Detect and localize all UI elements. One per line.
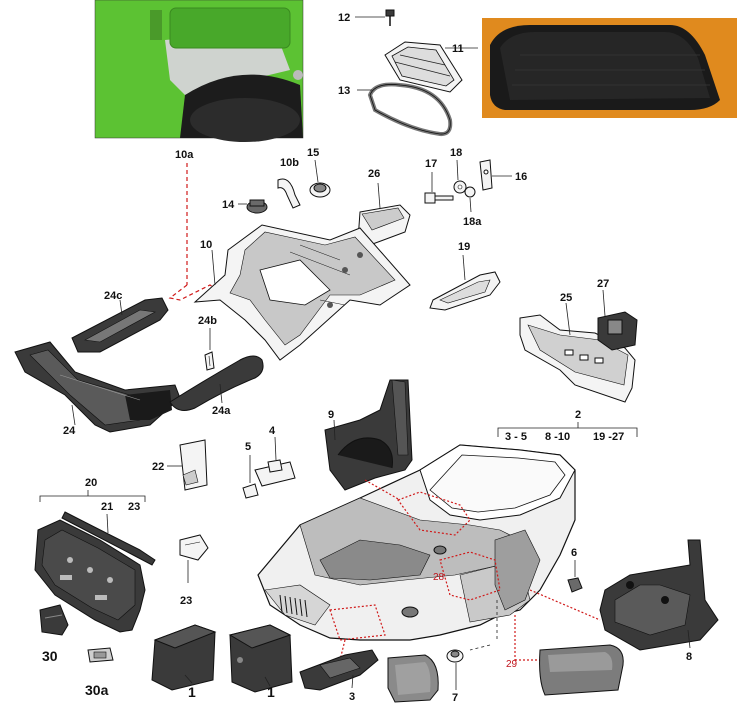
part-22-bracket — [179, 439, 208, 491]
label-13: 13 — [338, 85, 350, 97]
group-20-bracket — [39, 495, 146, 502]
label-1-a: 1 — [188, 684, 196, 700]
part-14-cap — [246, 199, 268, 214]
callout-9-line — [364, 479, 401, 501]
part-29-cover — [539, 644, 624, 696]
part-11-tray — [384, 41, 463, 93]
part-7-grommet — [446, 649, 464, 663]
label-18a: 18a — [463, 216, 482, 228]
label-30a: 30a — [85, 682, 109, 698]
label-22: 22 — [152, 461, 164, 473]
label-11: 11 — [452, 43, 464, 55]
label-24c: 24c — [104, 290, 122, 302]
label-20: 20 — [85, 477, 97, 489]
label-12: 12 — [338, 12, 350, 24]
part-10b-hose — [277, 178, 301, 209]
label-group-2-a: 3 - 5 — [505, 431, 527, 443]
part-20-rear-panel — [34, 519, 146, 633]
label-6: 6 — [571, 547, 577, 559]
dashed-7-lead — [469, 644, 491, 651]
part-18a-washer — [464, 186, 476, 198]
callout-3-area — [329, 604, 386, 641]
group-2-bracket — [497, 427, 638, 437]
label-19: 19 — [458, 241, 470, 253]
label-10: 10 — [200, 239, 212, 251]
part-8-side-member — [599, 539, 719, 651]
label-8: 8 — [686, 651, 692, 663]
part-6-nut — [567, 577, 583, 593]
part-4-bracket — [254, 459, 296, 487]
body-grille — [279, 594, 308, 618]
label-30: 30 — [42, 648, 58, 664]
part-10-floor-panel — [193, 224, 411, 361]
part-15-grommet — [309, 182, 331, 198]
label-15: 15 — [307, 147, 319, 159]
part-12-screw — [385, 9, 395, 26]
part-24b-small-bracket — [204, 351, 215, 371]
part-21-strip — [61, 511, 156, 566]
label-3: 3 — [349, 691, 355, 703]
part-23-bracket — [179, 534, 209, 561]
callout-9-area — [397, 491, 471, 536]
callout-8-line — [529, 589, 601, 621]
part-3-rail — [299, 649, 379, 691]
label-10a: 10a — [175, 149, 194, 161]
photo-frunk-green — [94, 0, 304, 142]
part-18-nut — [453, 180, 467, 194]
label-14: 14 — [222, 199, 235, 211]
label-10b: 10b — [280, 157, 299, 169]
part-30a-clip — [87, 647, 114, 663]
part-17-bolt — [424, 192, 454, 204]
part-1-box-b — [228, 624, 293, 693]
part-24-large-panel — [14, 341, 181, 433]
label-2: 2 — [575, 409, 581, 421]
label-9: 9 — [328, 409, 334, 421]
label-25: 25 — [560, 292, 572, 304]
part-24c-rail — [71, 297, 169, 353]
part-1-box-a — [151, 624, 217, 691]
part-24a-strip — [169, 355, 264, 411]
label-1-b: 1 — [267, 684, 275, 700]
photo-tray-orange — [482, 18, 737, 118]
part-19-bracket — [429, 271, 501, 311]
label-4: 4 — [269, 425, 276, 437]
label-group-2-b: 8 -10 — [545, 431, 570, 443]
label-26: 26 — [368, 168, 380, 180]
label-18: 18 — [450, 147, 462, 159]
part-car-body-shell — [257, 444, 576, 641]
label-21: 21 — [101, 501, 113, 513]
label-23-a: 23 — [128, 501, 140, 513]
label-5: 5 — [245, 441, 251, 453]
part-9-wheel-arch — [324, 379, 413, 491]
part-16-bracket — [479, 159, 493, 191]
label-7: 7 — [452, 692, 458, 704]
label-23-b: 23 — [180, 595, 192, 607]
label-29: 29 — [506, 659, 518, 670]
part-13-seal — [367, 82, 453, 137]
label-24a: 24a — [212, 405, 231, 417]
part-fender-piece — [387, 654, 439, 703]
label-16: 16 — [515, 171, 527, 183]
label-27: 27 — [597, 278, 609, 290]
label-17: 17 — [425, 158, 437, 170]
part-27-lock — [597, 311, 638, 351]
label-24: 24 — [63, 425, 76, 437]
part-5-clip — [242, 483, 259, 499]
part-30-bracket — [39, 604, 69, 636]
label-28: 28 — [433, 572, 445, 583]
label-24b: 24b — [198, 315, 217, 327]
label-group-2-c: 19 -27 — [593, 431, 624, 443]
part-25-front-panel — [519, 314, 636, 403]
